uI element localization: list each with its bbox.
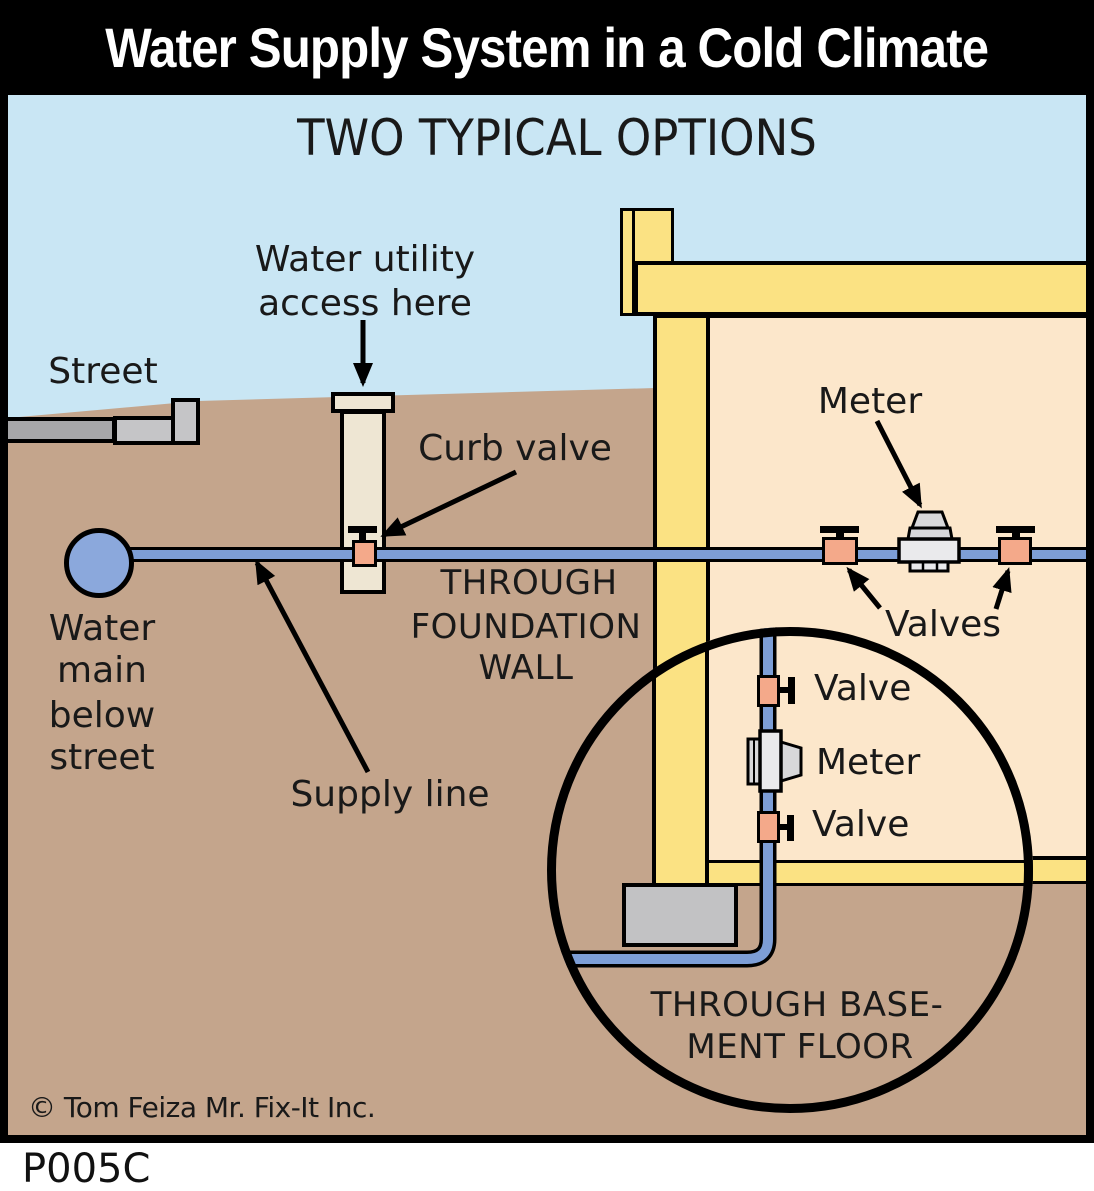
left-shutoff-valve [822, 537, 858, 565]
inset-meter-label: Meter [816, 742, 921, 783]
through-foundation-wall-line3: WALL [478, 648, 574, 688]
street-label: Street [48, 351, 158, 392]
inset-caption-line1: THROUGH BASE- [650, 985, 944, 1025]
inset-valve-bottom-handle-stem [777, 824, 789, 830]
inset-valve-bottom-handle-bar [787, 815, 794, 841]
street-road-surface [8, 417, 116, 443]
curb-valve-handle-stem [359, 533, 366, 543]
through-foundation-wall-line1: THROUGH [440, 563, 618, 603]
title-bar: Water Supply System in a Cold Climate [0, 0, 1094, 95]
figure-code: P005C [22, 1146, 151, 1191]
meter-label: Meter [817, 381, 923, 422]
first-floor-band [634, 261, 1086, 316]
subtitle: TWO TYPICAL OPTIONS [297, 109, 817, 167]
inset-valve-bottom [757, 811, 780, 843]
inset-valve-top [757, 675, 780, 707]
supply-line-label: Supply line [290, 774, 490, 815]
curb-box-cap [331, 392, 395, 413]
curb-valve-label: Curb valve [418, 428, 612, 469]
valves-label: Valves [884, 604, 1002, 645]
water-main-label-line2: main [57, 650, 147, 691]
water-utility-access-label-line1: Water utility [254, 239, 476, 280]
water-utility-access-label-line2: access here [258, 283, 472, 324]
wall-stud [632, 208, 674, 264]
inset-supply-pipe [547, 627, 777, 968]
through-foundation-wall-line2: FOUNDATION [410, 607, 642, 647]
inset-valve-top-handle-stem [780, 687, 790, 693]
inset-valve-bottom-label: Valve [812, 804, 910, 845]
water-main-label-line1: Water [48, 608, 156, 649]
diagram-area: Valve Meter Valve THROUGH BASE- MENT FLO… [8, 95, 1086, 1135]
left-valve-handle-stem [836, 533, 844, 540]
inset-basement-floor-option: Valve Meter Valve THROUGH BASE- MENT FLO… [547, 627, 1033, 1113]
copyright-label: © Tom Feiza Mr. Fix-It Inc. [28, 1091, 376, 1124]
inset-footing [622, 883, 738, 947]
water-main-label-line4: street [49, 737, 155, 778]
street-curb-upper [171, 398, 200, 445]
inset-foundation-wall [652, 627, 709, 885]
street-curb-lower [113, 416, 175, 445]
water-main-label-line3: below [48, 695, 156, 736]
curb-valve [352, 540, 377, 567]
inset-valve-top-handle-bar [788, 677, 795, 704]
right-valve-handle-bar [996, 526, 1035, 533]
right-shutoff-valve [998, 537, 1032, 565]
water-meter-wall [897, 510, 961, 573]
left-valve-handle-bar [820, 526, 859, 533]
figure-frame: Water Supply System in a Cold Climate [0, 0, 1094, 1143]
inset-water-meter [746, 729, 803, 793]
right-valve-handle-stem [1012, 533, 1020, 540]
inset-caption-line2: MENT FLOOR [686, 1027, 914, 1067]
inset-valve-top-label: Valve [814, 668, 912, 709]
water-main-pipe [64, 528, 134, 598]
curb-valve-handle-bar [348, 526, 377, 533]
figure-title: Water Supply System in a Cold Climate [105, 16, 990, 79]
